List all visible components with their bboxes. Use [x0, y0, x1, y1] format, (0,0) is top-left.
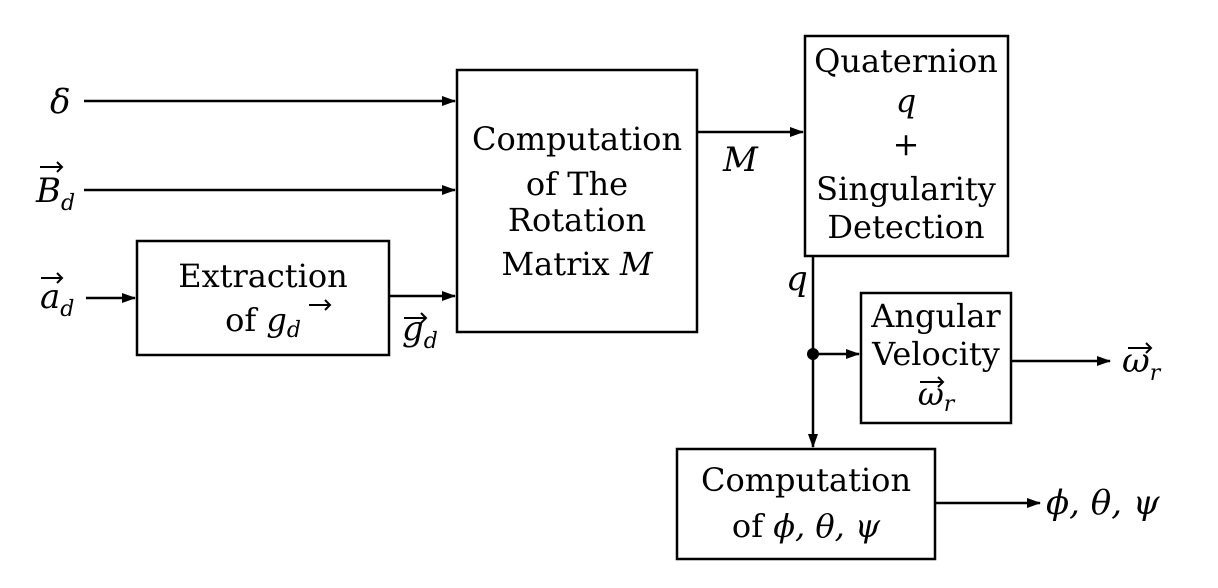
vector-arrow-icon [41, 272, 64, 284]
rotation-matrix-block: Computation of The Rotation Matrix M [455, 68, 699, 334]
svg-text:Bd: Bd [35, 171, 75, 216]
a-label: ad [40, 272, 74, 322]
angular-line1: Angular [870, 297, 1001, 335]
extraction-block: Extraction of gd [135, 239, 391, 357]
rotation-line3: Rotation [508, 201, 646, 239]
quaternion-line5: Detection [827, 208, 984, 246]
svg-text:ad: ad [40, 277, 74, 322]
euler-angles-block: Computation of ϕ, θ, ψ [675, 447, 937, 561]
q-label: q [786, 259, 808, 299]
quaternion-block: Quaternion q + Singularity Detection [803, 34, 1010, 258]
angular-velocity-block: Angular Velocity ωr [859, 291, 1013, 425]
quaternion-line1: Quaternion [814, 42, 998, 80]
quaternion-line4: Singularity [816, 170, 996, 208]
svg-text:gd: gd [402, 309, 438, 354]
rotation-line4: Matrix M [501, 245, 653, 283]
b-label: Bd [35, 161, 75, 216]
extraction-title: Extraction [178, 257, 348, 295]
angular-line2: Velocity [871, 335, 1000, 373]
extraction-subtitle: of gd [225, 301, 301, 343]
vector-arrow-icon [920, 376, 945, 388]
vector-arrow-icon [1128, 342, 1153, 354]
delta-label: δ [50, 82, 70, 122]
m-label: M [722, 140, 759, 180]
junction-dot [807, 348, 819, 360]
vector-arrow-icon [404, 312, 428, 324]
euler-line2: of ϕ, θ, ψ [732, 507, 881, 545]
rotation-line1: Computation [472, 120, 682, 158]
omega-label: ωr [1122, 341, 1162, 386]
g-label: gd [402, 309, 438, 354]
vector-arrow-icon [309, 299, 332, 311]
quaternion-line3: + [893, 125, 920, 163]
rotation-line2: of The [526, 165, 628, 203]
vector-arrow-icon [40, 161, 64, 173]
euler-line1: Computation [701, 461, 911, 499]
quaternion-line2: q [896, 82, 916, 120]
euler-output-label: ϕ, θ, ψ [1046, 483, 1160, 523]
